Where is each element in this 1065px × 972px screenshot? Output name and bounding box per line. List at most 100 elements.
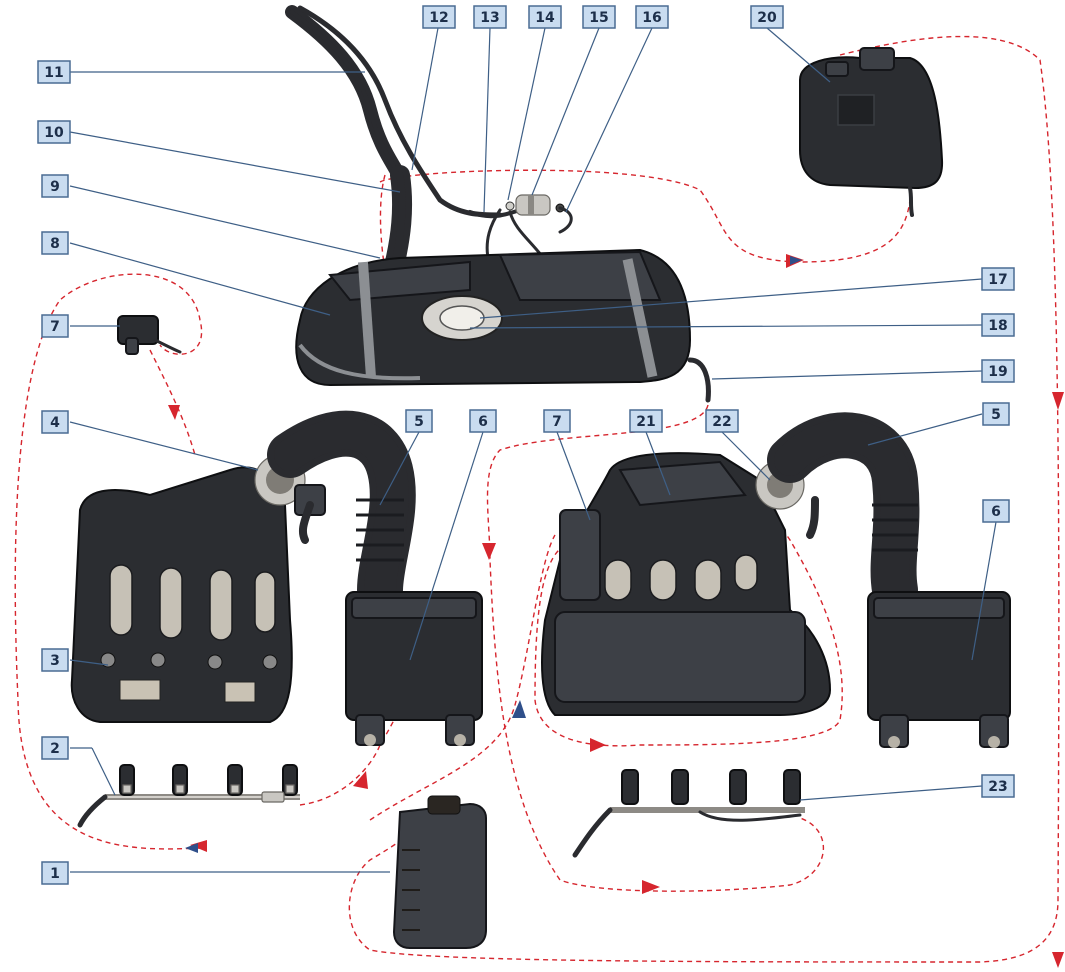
injector (729, 769, 747, 805)
callout-6-right: 6 (982, 499, 1010, 523)
flow-arrows (168, 254, 1064, 968)
callout-5-left: 5 (405, 409, 433, 433)
callout-12: 12 (422, 5, 456, 29)
svg-text:6: 6 (991, 504, 1001, 520)
svg-text:10: 10 (44, 125, 64, 141)
callout-18: 18 (981, 313, 1015, 337)
bolt (207, 654, 223, 670)
svg-text:20: 20 (757, 10, 777, 26)
connector (505, 201, 515, 211)
injector (671, 769, 689, 805)
hose-ribs (872, 503, 918, 552)
arrow-red (482, 543, 496, 560)
callout-6-left: 6 (469, 409, 497, 433)
bolt (100, 652, 116, 668)
callout-22: 22 (705, 409, 739, 433)
arrow-blue (790, 256, 802, 265)
runner (649, 559, 677, 601)
air-hose-right (767, 412, 920, 613)
fuel-rail-left (77, 764, 300, 828)
plenum (554, 611, 806, 703)
air-filter-left (345, 591, 483, 746)
svg-text:6: 6 (478, 414, 488, 430)
tank-strap (622, 258, 658, 378)
arrow-red (590, 738, 606, 752)
filler-pipe (285, 5, 503, 272)
callout-1: 1 (41, 861, 69, 885)
svg-text:15: 15 (589, 10, 608, 26)
flange (559, 509, 601, 601)
runner (694, 559, 722, 601)
callout-14: 14 (528, 5, 562, 29)
callout-7-right: 7 (543, 409, 571, 433)
callout-23: 23 (981, 774, 1015, 798)
arrow-blue (185, 843, 198, 853)
svg-text:22: 22 (712, 414, 731, 430)
svg-text:18: 18 (988, 318, 1007, 334)
intake-manifold-right (541, 452, 832, 716)
svg-text:9: 9 (50, 179, 60, 195)
fuel-rail-right (572, 769, 805, 858)
port (224, 681, 256, 703)
runner (159, 567, 183, 639)
fuel-filter-assembly (468, 194, 573, 262)
callout-3: 3 (41, 648, 69, 672)
reservoir-label (837, 94, 875, 126)
callout-10: 10 (37, 120, 71, 144)
bolt (262, 654, 278, 670)
arrow-red (168, 405, 180, 420)
injector (783, 769, 801, 805)
fuel-tank (295, 248, 711, 403)
arrow-red (642, 880, 660, 894)
svg-text:12: 12 (429, 10, 448, 26)
svg-text:1: 1 (50, 866, 60, 882)
reservoir-cap (825, 61, 849, 77)
callout-19: 19 (981, 359, 1015, 383)
callout-7-left: 7 (41, 314, 69, 338)
injector (621, 769, 639, 805)
tank-strap (357, 261, 376, 378)
callout-17: 17 (981, 267, 1015, 291)
air-filter-right (867, 591, 1011, 748)
svg-text:16: 16 (642, 10, 661, 26)
expansion-reservoir (799, 47, 944, 217)
callout-20: 20 (750, 5, 784, 29)
runner (109, 564, 133, 636)
fuel-pump-cover (439, 305, 485, 331)
fuel-filter-band (528, 195, 534, 215)
svg-text:17: 17 (988, 272, 1007, 288)
runner (604, 559, 632, 601)
arrow-red (1052, 392, 1064, 410)
svg-text:5: 5 (991, 407, 1001, 423)
runner (734, 554, 758, 591)
hose-ribs (356, 498, 404, 562)
injector (282, 764, 298, 796)
intake-manifold-left (70, 466, 293, 723)
svg-text:14: 14 (535, 10, 555, 26)
svg-text:11: 11 (44, 65, 63, 81)
svg-text:23: 23 (988, 779, 1007, 795)
arrow-red (190, 840, 207, 852)
svg-text:8: 8 (50, 236, 60, 252)
callout-16: 16 (635, 5, 669, 29)
injector (227, 764, 243, 796)
callout-4: 4 (41, 410, 69, 434)
callout-15: 15 (582, 5, 616, 29)
callout-9: 9 (41, 174, 69, 198)
injector (172, 764, 188, 796)
svg-text:13: 13 (480, 10, 499, 26)
charcoal-canister (392, 795, 487, 949)
svg-text:4: 4 (50, 415, 60, 431)
air-hose-left (267, 410, 416, 613)
arrow-red (1052, 952, 1064, 968)
leader-lines (69, 27, 997, 873)
arrow-red (353, 771, 368, 789)
svg-text:3: 3 (50, 653, 60, 669)
svg-text:7: 7 (552, 414, 562, 430)
purge-valve-left (117, 315, 182, 355)
callout-2: 2 (41, 736, 69, 760)
svg-text:7: 7 (50, 319, 60, 335)
callout-8: 8 (41, 231, 69, 255)
callout-13: 13 (473, 5, 507, 29)
bolt (150, 652, 166, 668)
